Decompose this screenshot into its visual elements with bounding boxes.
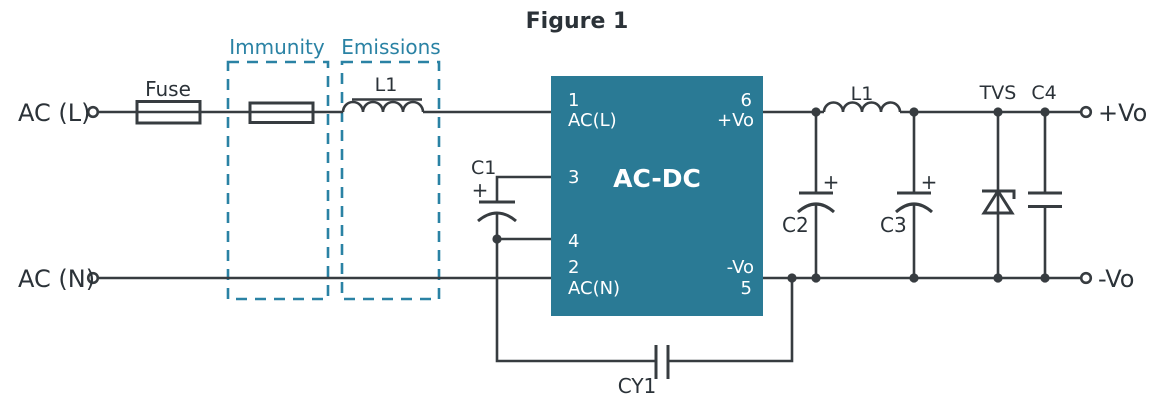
ac-neutral-label: AC (N) xyxy=(18,265,95,293)
ac-neutral-terminal-circle xyxy=(86,271,100,285)
pin1-name: AC(L) xyxy=(568,110,617,131)
c3-capacitor-symbol xyxy=(895,191,933,214)
pin1-number: 1 xyxy=(568,90,579,111)
tvs-anode-triangle xyxy=(981,188,1015,215)
c2-polarity-mark: + xyxy=(823,170,840,194)
junction-dot xyxy=(993,107,1003,117)
junction-dot xyxy=(909,273,919,283)
output-inductor-symbol xyxy=(822,101,902,113)
junction-dot xyxy=(1040,273,1050,283)
acdc-converter-block xyxy=(551,76,763,316)
c2-capacitor-symbol xyxy=(797,191,835,214)
pin5-name: -Vo xyxy=(727,257,754,278)
c2-curved-plate xyxy=(797,202,835,214)
junction-dot xyxy=(993,273,1003,283)
cy1-capacitor-symbol xyxy=(654,345,670,379)
fuse-label: Fuse xyxy=(145,77,191,101)
ac-line-terminal-circle xyxy=(86,105,100,119)
junction-dot xyxy=(811,107,821,117)
junction-dot xyxy=(909,107,919,117)
cy1-plates xyxy=(654,345,670,379)
emissions-zone-box xyxy=(340,60,441,301)
pin5-number: 5 xyxy=(741,278,752,299)
c1-label: C1 xyxy=(471,157,496,179)
input-inductor-coil xyxy=(341,100,425,113)
tvs-cathode-bar xyxy=(982,189,1016,199)
tvs-diode-symbol xyxy=(981,188,1016,215)
c1-curved-plate xyxy=(477,211,517,223)
pin6-name: +Vo xyxy=(717,110,754,131)
pin2-number: 2 xyxy=(568,257,579,278)
pin4-number: 4 xyxy=(568,231,579,252)
junction-dot xyxy=(1040,107,1050,117)
positive-output-label: +Vo xyxy=(1098,99,1147,127)
immunity-zone-box xyxy=(226,60,330,301)
ac-line-label: AC (L) xyxy=(18,99,90,127)
c4-label: C4 xyxy=(1031,82,1056,104)
pin2-name: AC(N) xyxy=(568,278,620,299)
tvs-label: TVS xyxy=(979,82,1017,104)
c1-polarity-mark: + xyxy=(472,178,489,202)
emissions-zone-label: Emissions xyxy=(341,35,440,59)
cy1-label: CY1 xyxy=(618,374,657,398)
junction-dot xyxy=(787,273,797,283)
negative-output-terminal-circle xyxy=(1079,271,1093,285)
terminals xyxy=(86,105,1093,285)
junction-dots xyxy=(492,107,1050,283)
c1-capacitor-symbol xyxy=(477,200,517,223)
output-inductor-label: L1 xyxy=(851,83,874,105)
c3-polarity-mark: + xyxy=(921,170,938,194)
input-inductor-label: L1 xyxy=(375,74,398,96)
c3-curved-plate xyxy=(895,202,933,214)
pin3-number: 3 xyxy=(568,167,579,188)
fuse-symbol xyxy=(135,100,202,125)
input-inductor-symbol xyxy=(341,98,425,113)
c2-label: C2 xyxy=(782,213,809,237)
c4-capacitor-symbol xyxy=(1028,191,1062,208)
wire-primary-y-cap-loop xyxy=(495,175,794,363)
immunity-component-symbol xyxy=(248,101,315,124)
figure-title: Figure 1 xyxy=(526,9,629,34)
c4-plates xyxy=(1028,191,1062,208)
acdc-block-labels: 1 AC(L) 6 +Vo 3 AC-DC 4 2 AC(N) -Vo 5 xyxy=(568,90,754,299)
negative-output-label: -Vo xyxy=(1098,265,1135,293)
junction-dot xyxy=(811,273,821,283)
junction-dot xyxy=(492,234,502,244)
c3-label: C3 xyxy=(880,213,907,237)
acdc-block-title: AC-DC xyxy=(613,164,701,193)
pin6-number: 6 xyxy=(741,90,752,111)
immunity-zone-label: Immunity xyxy=(229,35,325,59)
positive-output-terminal-circle xyxy=(1079,105,1093,119)
